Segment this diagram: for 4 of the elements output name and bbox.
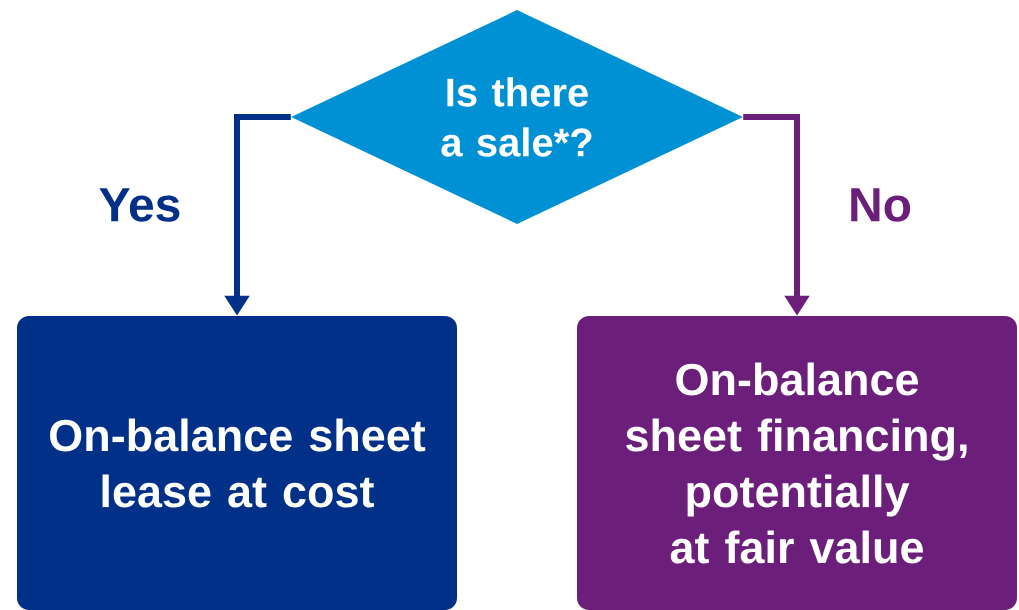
process-box: On-balance sheet financing, potentially at fair value xyxy=(577,316,1017,610)
edge-label: Yes xyxy=(99,188,180,222)
edge-label: No xyxy=(851,188,911,222)
process-box: On-balance sheet lease at cost xyxy=(17,316,457,610)
